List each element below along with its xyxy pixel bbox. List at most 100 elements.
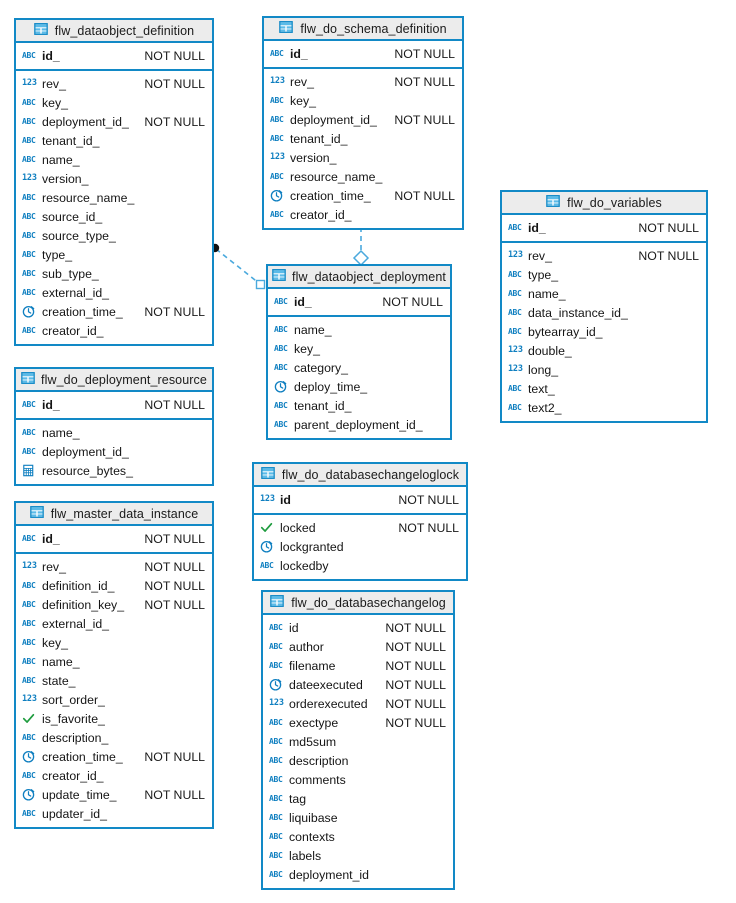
entity-header[interactable]: flw_do_deployment_resource xyxy=(16,369,212,392)
entity-header[interactable]: flw_master_data_instance xyxy=(16,503,212,526)
column-row[interactable]: is_favorite_ xyxy=(16,709,212,728)
123-icon: 123 xyxy=(22,78,37,89)
column-row[interactable]: resource_bytes_ xyxy=(16,461,212,480)
column-row[interactable]: creation_time_NOT NULL xyxy=(16,747,212,766)
entity-header[interactable]: flw_do_schema_definition xyxy=(264,18,462,41)
column-name: creation_time_ xyxy=(42,304,123,319)
entity-header[interactable]: flw_dataobject_definition xyxy=(16,20,212,43)
column-name: filename xyxy=(289,658,336,673)
column-row[interactable]: update_time_NOT NULL xyxy=(16,785,212,804)
entity-header[interactable]: flw_do_databasechangelog xyxy=(263,592,453,615)
column-row[interactable]: creation_time_NOT NULL xyxy=(264,186,462,205)
abc-icon: ABC xyxy=(269,736,283,746)
entity-header[interactable]: flw_do_databasechangeloglock xyxy=(254,464,466,487)
column-row[interactable]: creation_time_NOT NULL xyxy=(16,302,212,321)
abc-icon: ABC xyxy=(22,732,36,742)
entity-header[interactable]: flw_do_variables xyxy=(502,192,706,215)
column-row[interactable]: deploy_time_ xyxy=(268,377,450,396)
entity-header[interactable]: flw_dataobject_deployment xyxy=(268,266,450,289)
column-row[interactable]: lockgranted xyxy=(254,537,466,556)
relationship-definition-to-deployment[interactable] xyxy=(210,243,266,290)
